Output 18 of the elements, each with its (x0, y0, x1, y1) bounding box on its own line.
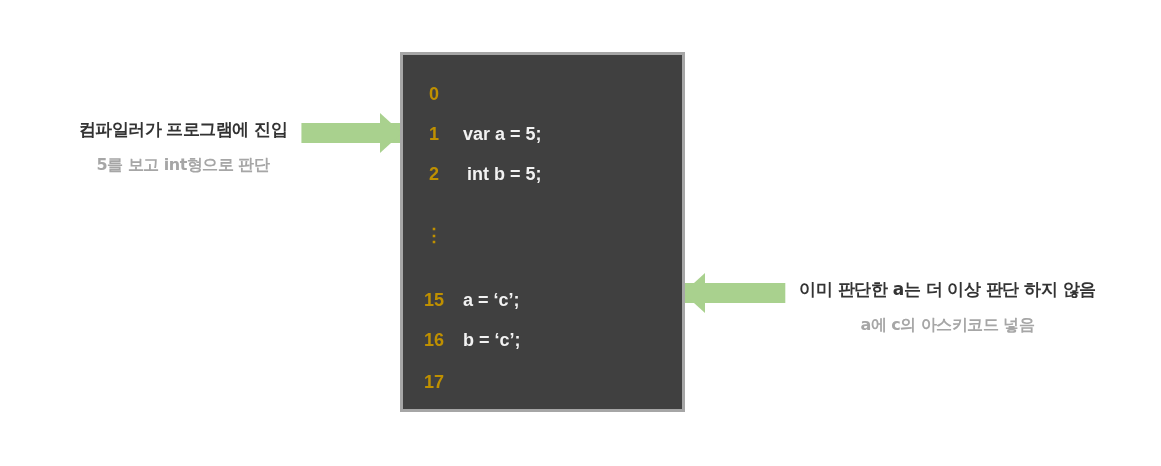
annotation-subtext: 5를 보고 int형으로 판단 (95, 155, 271, 176)
line-number: 16 (423, 329, 445, 352)
arrow (683, 273, 786, 313)
line-number: ⋮ (424, 224, 444, 247)
code-line: int b = 5; (467, 163, 542, 186)
line-number: 2 (428, 163, 440, 186)
line-number: 15 (423, 289, 445, 312)
line-number: 17 (423, 371, 445, 394)
annotation-text: 이미 판단한 a는 더 이상 판단 하지 않음 (799, 278, 1096, 301)
code-panel (400, 52, 685, 412)
annotation-subtext: a에 c의 아스키코드 넣음 (859, 315, 1036, 336)
code-line: a = ‘c’; (463, 289, 520, 312)
code-line: b = ‘c’; (463, 329, 521, 352)
arrow (301, 113, 402, 153)
annotation-text: 컴파일러가 프로그램에 진입 (78, 118, 288, 141)
code-line: var a = 5; (463, 123, 542, 146)
line-number: 1 (428, 123, 440, 146)
line-number: 0 (428, 83, 440, 106)
